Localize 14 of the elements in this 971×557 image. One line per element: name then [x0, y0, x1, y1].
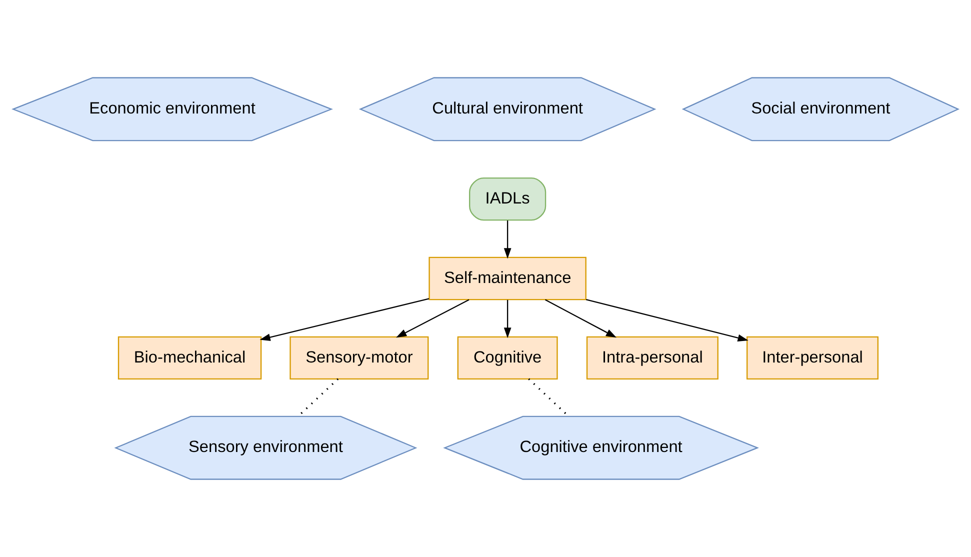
- arrow: [586, 298, 748, 342]
- node-box: Intra-personal: [586, 336, 718, 380]
- node-box: IADLs: [469, 177, 546, 221]
- node-box: Bio-mechanical: [118, 336, 262, 380]
- node-box: Sensory-motor: [290, 336, 429, 380]
- arrow: [396, 299, 470, 338]
- arrow: [504, 300, 512, 338]
- connector: [298, 378, 339, 417]
- arrow: [504, 220, 512, 259]
- arrow: [260, 298, 430, 341]
- node-box: Cognitive: [457, 336, 558, 380]
- node-box: Inter-personal: [746, 336, 879, 380]
- arrow: [544, 299, 616, 338]
- node-box: Self-maintenance: [428, 256, 586, 300]
